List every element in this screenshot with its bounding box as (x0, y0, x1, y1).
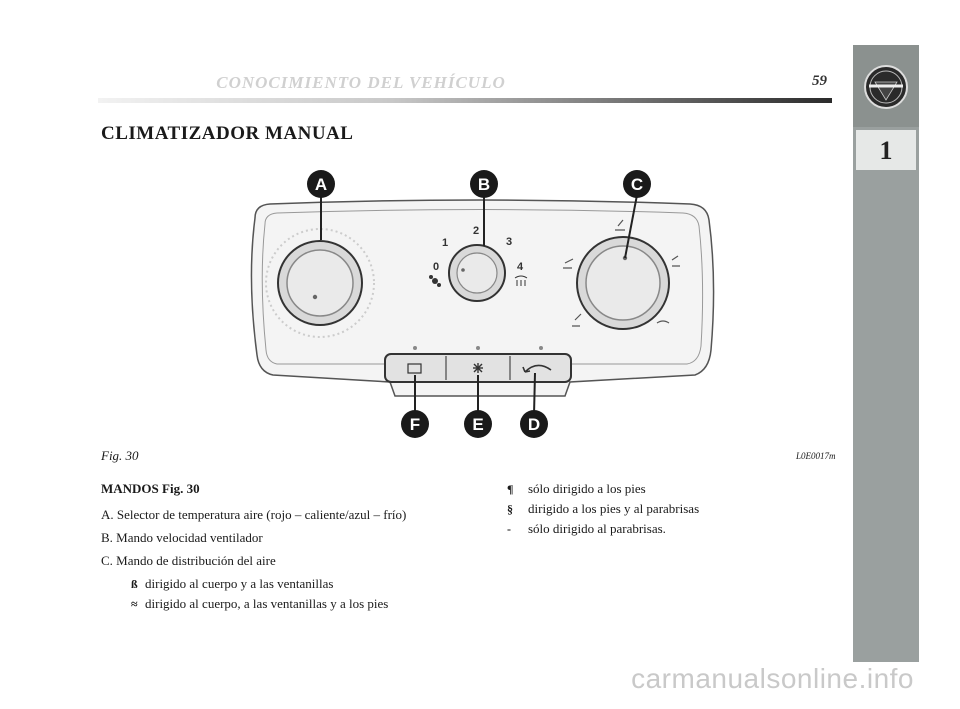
airflow-symbol-icon: § (507, 502, 513, 516)
svg-text:D: D (528, 415, 540, 434)
controls-right-column: ¶ sólo dirigido a los pies § dirigido a … (507, 479, 827, 539)
chapter-number: 1 (856, 130, 916, 170)
callout-d: D (520, 410, 548, 438)
watermark: carmanualsonline.info (631, 663, 914, 694)
distribution-text: dirigido a los pies y al parabrisas (528, 501, 700, 516)
callout-c: C (623, 170, 651, 198)
figure-code: L0E0017m (796, 451, 836, 461)
callout-b: B (470, 170, 498, 198)
airflow-symbol-icon: ≈ (131, 597, 138, 611)
controls-title: MANDOS Fig. 30 (101, 481, 200, 496)
control-item-a: A. Selector de temperatura aire (rojo – … (101, 507, 407, 522)
ac-icon (473, 363, 483, 373)
control-item-b: B. Mando velocidad ventilador (101, 530, 263, 545)
fan-speed-0: 0 (433, 261, 439, 273)
svg-text:A: A (315, 175, 327, 194)
recirculation-icon (522, 364, 552, 373)
airflow-symbol-icon: ¶ (507, 482, 514, 496)
defrost-icon (514, 275, 528, 286)
controls-left-column: MANDOS Fig. 30 A. Selector de temperatur… (101, 479, 471, 614)
svg-text:F: F (410, 415, 420, 434)
fan-speed-3: 3 (506, 236, 512, 248)
callout-f: F (401, 410, 429, 438)
distribution-item: ≈ dirigido al cuerpo, a las ventanillas … (123, 594, 471, 614)
page-number: 59 (812, 73, 827, 89)
fan-speed-1: 1 (442, 237, 448, 249)
callout-a: A (307, 170, 335, 198)
svg-text:C: C (631, 175, 643, 194)
svg-text:E: E (472, 415, 483, 434)
distribution-text: dirigido al cuerpo y a las ventanillas (145, 576, 334, 591)
distribution-item: ¶ sólo dirigido a los pies (507, 479, 827, 499)
distribution-text: dirigido al cuerpo, a las ventanillas y … (145, 596, 389, 611)
callout-e: E (464, 410, 492, 438)
distribution-text: sólo dirigido a los pies (528, 481, 646, 496)
distribution-text: sólo dirigido al parabrisas. (528, 521, 666, 536)
airflow-symbol-icon: - (507, 522, 511, 536)
lancia-logo-icon (864, 65, 908, 109)
distribution-item: § dirigido a los pies y al parabrisas (507, 499, 827, 519)
fan-speed-2: 2 (473, 225, 479, 237)
rear-defrost-icon (407, 363, 422, 374)
climate-panel-figure: 0 1 2 3 4 A B C F E D (250, 170, 715, 438)
figure-caption: Fig. 30 (101, 448, 139, 463)
distribution-item: ß dirigido al cuerpo y a las ventanillas (123, 574, 471, 594)
section-heading: CLIMATIZADOR MANUAL (101, 123, 354, 144)
fan-icon (429, 275, 441, 287)
header-rule (98, 98, 832, 103)
airflow-icons (563, 219, 680, 327)
header-title: CONOCIMIENTO DEL VEHÍCULO (216, 73, 506, 92)
fan-speed-4: 4 (517, 261, 524, 273)
distribution-item: - sólo dirigido al parabrisas. (507, 519, 827, 539)
control-item-c: C. Mando de distribución del aire (101, 553, 276, 568)
airflow-symbol-icon: ß (131, 577, 138, 591)
svg-text:B: B (478, 175, 490, 194)
